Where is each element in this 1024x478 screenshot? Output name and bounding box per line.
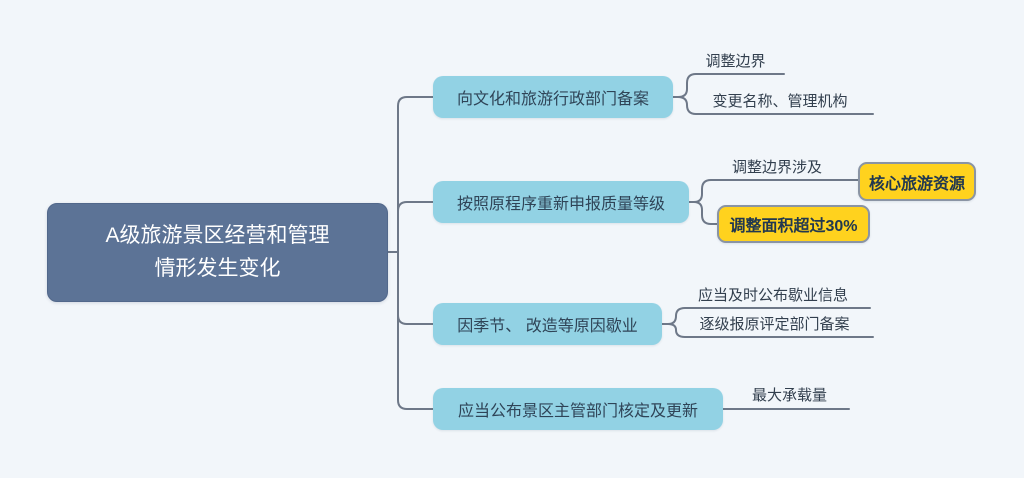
root-topic[interactable]: A级旅游景区经营和管理 情形发生变化 bbox=[47, 203, 388, 302]
subtopic-report-to-original-assessing-dept[interactable]: 逐级报原评定部门备案 bbox=[699, 316, 850, 333]
topic-reapply-quality-grade[interactable]: 按照原程序重新申报质量等级 bbox=[433, 181, 689, 223]
highlight-area-adjusted-over-30-percent[interactable]: 调整面积超过30% bbox=[717, 205, 870, 243]
highlight-core-tourism-resources[interactable]: 核心旅游资源 bbox=[858, 162, 976, 201]
topic-closure-seasonal-renovation[interactable]: 因季节、 改造等原因歇业 bbox=[433, 303, 662, 345]
subtopic-publish-closure-info[interactable]: 应当及时公布歇业信息 bbox=[697, 287, 848, 304]
subtopic-adjust-boundary[interactable]: 调整边界 bbox=[705, 53, 766, 70]
subtopic-max-carrying-capacity[interactable]: 最大承载量 bbox=[751, 387, 827, 404]
topic-publish-verified-and-updated[interactable]: 应当公布景区主管部门核定及更新 bbox=[433, 388, 723, 430]
subtopic-boundary-adjustment-involves[interactable]: 调整边界涉及 bbox=[731, 159, 822, 176]
subtopic-change-name-management-org[interactable]: 变更名称、管理机构 bbox=[712, 93, 848, 110]
topic-report-to-culture-tourism-dept[interactable]: 向文化和旅游行政部门备案 bbox=[433, 76, 673, 118]
root-topic-line1: A级旅游景区经营和管理 bbox=[105, 223, 330, 247]
root-topic-line2: 情形发生变化 bbox=[154, 256, 281, 280]
